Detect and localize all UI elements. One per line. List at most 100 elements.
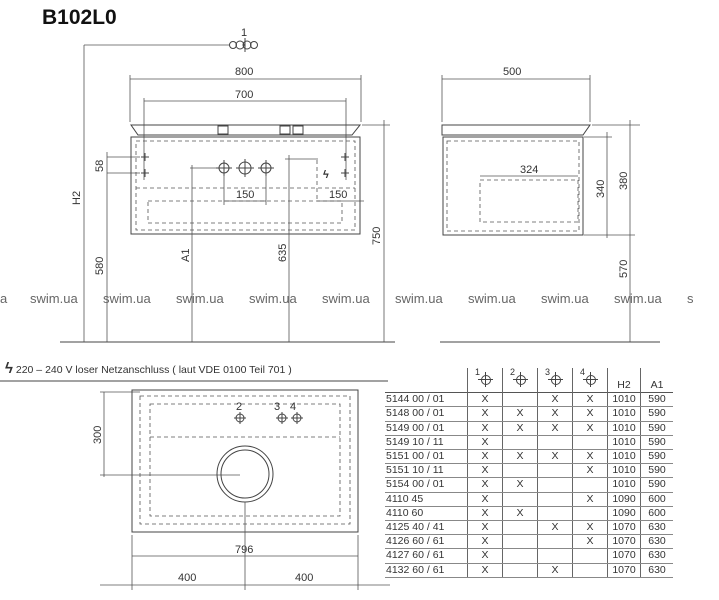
mounting-marks xyxy=(141,153,349,177)
header-hole-3: 3 xyxy=(537,367,573,393)
cell-hole-1: X xyxy=(467,435,503,451)
watermark: swim.ua xyxy=(541,291,589,306)
header-a1: A1 xyxy=(640,368,673,393)
side-countertop xyxy=(441,124,591,136)
dim-150-right: 150 xyxy=(329,189,347,201)
dim-796: 796 xyxy=(235,544,253,556)
cell-hole-1: X xyxy=(467,421,503,436)
cell-code: 5149 00 / 01 xyxy=(385,421,468,436)
cell-code: 4110 60 xyxy=(385,506,468,522)
cell-a1: 590 xyxy=(640,449,673,465)
dim-500: 500 xyxy=(503,66,521,78)
hole-symbol-icon xyxy=(229,38,258,52)
watermark: swim.ua xyxy=(249,291,297,306)
cell-hole-3: X xyxy=(537,520,573,536)
cell-hole-4 xyxy=(572,435,608,451)
cell-code: 4127 60 / 61 xyxy=(385,548,468,564)
watermark: swim.ua xyxy=(322,291,370,306)
cell-hole-1: X xyxy=(467,406,503,422)
cell-hole-2 xyxy=(502,392,538,408)
cell-hole-1: X xyxy=(467,477,503,493)
cell-code: 5151 10 / 11 xyxy=(385,463,468,479)
cell-hole-4: X xyxy=(572,421,608,436)
electrical-note: ϟ 220 – 240 V loser Netzanschluss ( laut… xyxy=(5,360,292,377)
countertop xyxy=(130,124,362,136)
cell-hole-2 xyxy=(502,463,538,479)
cell-hole-3 xyxy=(537,548,573,564)
cell-code: 5144 00 / 01 xyxy=(385,392,468,408)
cell-hole-3 xyxy=(537,463,573,479)
cell-code: 4132 60 / 61 xyxy=(385,563,468,578)
cell-a1: 590 xyxy=(640,406,673,422)
dim-635: 635 xyxy=(277,244,289,262)
note-text: 220 – 240 V loser Netzanschluss ( laut V… xyxy=(15,364,292,376)
cell-hole-2: X xyxy=(502,449,538,465)
watermark: swim.ua xyxy=(176,291,224,306)
hole-3-label: 3 xyxy=(274,401,280,413)
dim-300: 300 xyxy=(92,426,104,444)
cell-hole-1: X xyxy=(467,492,503,507)
cell-hole-2 xyxy=(502,534,538,550)
dim-150-left: 150 xyxy=(236,189,254,201)
drain-circle-icon xyxy=(216,445,274,503)
cell-hole-4: X xyxy=(572,449,608,465)
cell-h2: 1010 xyxy=(607,463,641,479)
cell-code: 5148 00 / 01 xyxy=(385,406,468,422)
watermark-row: a swim.ua swim.ua swim.ua swim.ua swim.u… xyxy=(0,291,694,306)
cell-h2: 1010 xyxy=(607,406,641,422)
header-hole-2: 2 xyxy=(502,367,538,393)
cell-a1: 590 xyxy=(640,477,673,493)
cell-hole-4: X xyxy=(572,492,608,507)
cell-a1: 600 xyxy=(640,506,673,522)
cell-hole-1: X xyxy=(467,463,503,479)
cell-hole-4 xyxy=(572,563,608,578)
cell-hole-2: X xyxy=(502,477,538,493)
cell-h2: 1010 xyxy=(607,392,641,408)
cell-a1: 630 xyxy=(640,534,673,550)
cell-a1: 590 xyxy=(640,421,673,436)
dim-h2: H2 xyxy=(71,191,83,205)
cell-a1: 590 xyxy=(640,463,673,479)
dim-400-right: 400 xyxy=(295,572,313,584)
cell-h2: 1010 xyxy=(607,421,641,436)
cell-code: 5149 10 / 11 xyxy=(385,435,468,451)
cell-hole-3 xyxy=(537,506,573,522)
cell-hole-4 xyxy=(572,506,608,522)
cell-a1: 590 xyxy=(640,392,673,408)
cell-hole-1: X xyxy=(467,520,503,536)
cell-hole-3 xyxy=(537,477,573,493)
cell-hole-1: X xyxy=(467,534,503,550)
cabinet-front xyxy=(130,136,361,235)
hole-2-label: 2 xyxy=(236,401,242,413)
cell-hole-3 xyxy=(537,435,573,451)
cell-hole-1: X xyxy=(467,392,503,408)
cell-hole-3 xyxy=(537,534,573,550)
watermark: a xyxy=(0,291,8,306)
dim-380: 380 xyxy=(618,172,630,190)
header-h2: H2 xyxy=(607,368,641,393)
watermark: swim.ua xyxy=(468,291,516,306)
cell-hole-4 xyxy=(572,477,608,493)
cell-hole-1: X xyxy=(467,563,503,578)
dim-700: 700 xyxy=(235,89,253,101)
dim-750: 750 xyxy=(371,227,383,245)
cell-a1: 590 xyxy=(640,435,673,451)
dim-340: 340 xyxy=(595,180,607,198)
cell-code: 4125 40 / 41 xyxy=(385,520,468,536)
cell-hole-2: X xyxy=(502,421,538,436)
cell-hole-4: X xyxy=(572,520,608,536)
dim-800: 800 xyxy=(235,66,253,78)
cell-hole-2: X xyxy=(502,506,538,522)
